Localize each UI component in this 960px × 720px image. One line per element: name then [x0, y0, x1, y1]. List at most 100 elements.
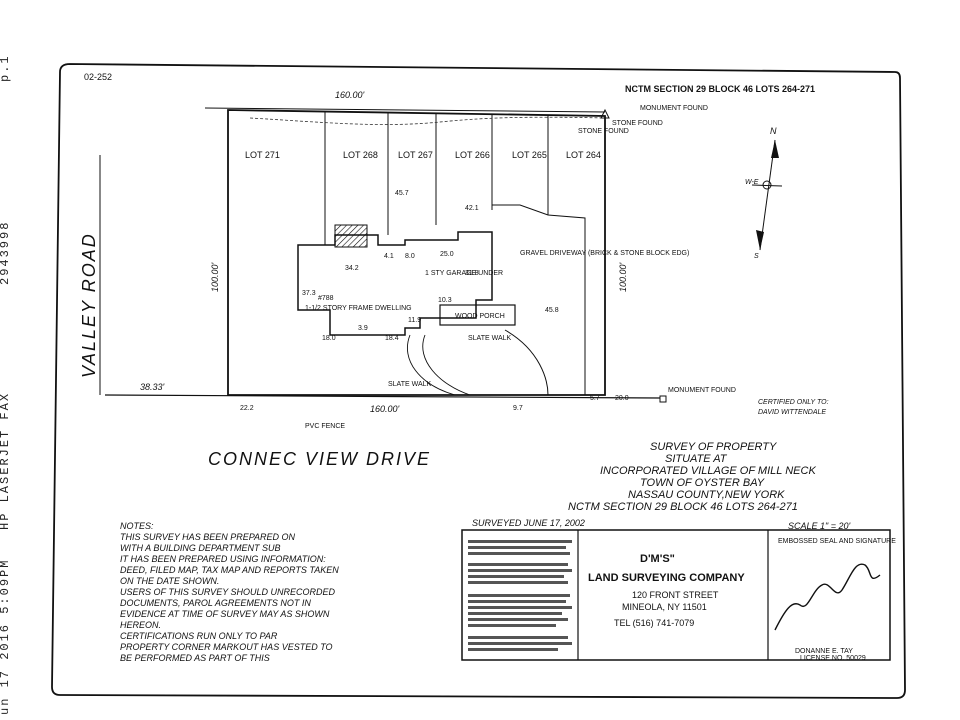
driveway-line-b: [504, 329, 549, 396]
svg-text:18.4: 18.4: [385, 335, 399, 342]
monument-icon: [600, 108, 610, 119]
dim-top: 160.00': [335, 90, 365, 100]
title-line-4: TOWN OF OYSTER BAY: [640, 477, 765, 489]
svg-text:34.2: 34.2: [345, 265, 359, 272]
wood-porch: [439, 304, 516, 326]
notes-line: PROPERTY CORNER MARKOUT HAS VESTED TO: [120, 642, 333, 652]
svg-text:25.0: 25.0: [440, 251, 454, 258]
slate-walk-label-2: SLATE WALK: [468, 335, 512, 342]
pvc-fence-label: PVC FENCE: [305, 423, 345, 430]
stone-found-1: STONE FOUND: [612, 120, 663, 127]
road-bottom-label: CONNEC VIEW DRIVE: [208, 449, 431, 469]
signer-license: LICENSE NO. 50029: [800, 655, 866, 662]
lot-label: LOT 266: [455, 150, 490, 160]
svg-text:42.1: 42.1: [465, 205, 479, 212]
property-boundary: [227, 109, 606, 396]
dim-left-street: 38.33': [140, 382, 165, 392]
title-line-5: NASSAU COUNTY,NEW YORK: [628, 489, 785, 501]
notes-block: NOTES: THIS SURVEY HAS BEEN PREPARED ON …: [120, 521, 339, 663]
svg-text:31.8: 31.8: [465, 270, 479, 277]
notes-line: IT HAS BEEN PREPARED USING INFORMATION:: [120, 554, 326, 564]
title-line-3: INCORPORATED VILLAGE OF MILL NECK: [600, 465, 816, 477]
seal-caption: EMBOSSED SEAL AND SIGNATURE: [778, 538, 896, 545]
file-number: 02-252: [84, 72, 112, 82]
monument-bottom-icon: [659, 395, 667, 403]
certified-label: CERTIFIED ONLY TO:: [758, 399, 829, 406]
dimension-values: 45.7 42.1 25.0 34.2 31.8 37.3 10.3 11.9 …: [240, 190, 629, 412]
hatched-shed: [334, 224, 368, 248]
signature: [774, 563, 881, 631]
svg-text:20.0: 20.0: [615, 395, 629, 402]
notes-line: WITH A BUILDING DEPARTMENT SUB: [120, 543, 281, 553]
company-name-1: D'M'S": [640, 553, 675, 565]
svg-text:10.3: 10.3: [438, 297, 452, 304]
lot-label: LOT 264: [566, 150, 601, 160]
title-line-6: NCTM SECTION 29 BLOCK 46 LOTS 264-271: [568, 501, 798, 513]
fence-line: [249, 116, 606, 125]
slate-walk-line: [422, 334, 471, 396]
title-line-2: SITUATE AT: [665, 453, 728, 465]
street-line-bottom: [104, 394, 661, 399]
lot-label: LOT 268: [343, 150, 378, 160]
slate-walk-label: SLATE WALK: [388, 381, 432, 388]
notes-line: NOTES:: [120, 521, 154, 531]
notes-line: THIS SURVEY HAS BEEN PREPARED ON: [120, 532, 296, 542]
notes-line: CERTIFICATIONS RUN ONLY TO PAR: [120, 631, 278, 641]
dwelling-number: #788: [318, 295, 334, 302]
dim-bottom: 160.00': [370, 404, 400, 414]
lot-lines: [324, 111, 549, 245]
lot-label: LOT 267: [398, 150, 433, 160]
certified-name: DAVID WITTENDALE: [758, 409, 826, 416]
svg-text:5.7: 5.7: [590, 395, 600, 402]
title-block: SURVEY OF PROPERTY SITUATE AT INCORPORAT…: [568, 441, 816, 513]
svg-text:22.2: 22.2: [240, 405, 254, 412]
north-arrow-icon: N W-E S: [745, 126, 783, 260]
lot-label: LOT 265: [512, 150, 547, 160]
notes-line: USERS OF THIS SURVEY SHOULD UNRECORDED: [120, 587, 336, 597]
notes-line: ON THE DATE SHOWN.: [120, 576, 219, 586]
lot-labels: LOT 271 LOT 268 LOT 267 LOT 266 LOT 265 …: [245, 150, 601, 160]
driveway-line-a: [491, 204, 586, 395]
dim-left: 100.00': [210, 262, 220, 292]
signer-name: DONANNE E. TAY: [795, 648, 853, 655]
road-left-label: VALLEY ROAD: [79, 232, 99, 378]
svg-text:11.9: 11.9: [408, 317, 421, 324]
compass-s: S: [754, 253, 759, 260]
svg-text:9.7: 9.7: [513, 405, 523, 412]
notes-line: DOCUMENTS, PAROL AGREEMENTS NOT IN: [120, 598, 311, 608]
monument-top-label: MONUMENT FOUND: [640, 105, 708, 112]
company-address: 120 FRONT STREET: [632, 590, 719, 600]
legal-fine-print: [468, 540, 572, 651]
garage-label: 1 STY GARAGE UNDER: [425, 270, 503, 277]
compass-ew: W-E: [745, 179, 759, 186]
porch-label: WOOD PORCH: [455, 313, 505, 320]
nctm-header: NCTM SECTION 29 BLOCK 46 LOTS 264-271: [625, 84, 815, 94]
slate-walk-line: [407, 334, 456, 396]
company-name-2: LAND SURVEYING COMPANY: [588, 572, 745, 584]
svg-text:37.3: 37.3: [302, 290, 316, 297]
dim-right: 100.00': [618, 262, 628, 292]
surveyed-date: SURVEYED JUNE 17, 2002: [472, 518, 585, 528]
company-tel: TEL (516) 741-7079: [614, 618, 694, 628]
svg-text:8.0: 8.0: [405, 253, 415, 260]
driveway-label: GRAVEL DRIVEWAY (BRICK & STONE BLOCK EDG…: [520, 250, 689, 257]
scale-label: SCALE 1" = 20': [788, 521, 850, 531]
notes-line: BE PERFORMED AS PART OF THIS: [120, 653, 270, 663]
monument-bottom-label: MONUMENT FOUND: [668, 387, 736, 394]
stone-found-2: STONE FOUND: [578, 128, 629, 135]
svg-text:4.1: 4.1: [384, 253, 394, 260]
company-block-frame: [461, 529, 891, 661]
notes-line: HEREON.: [120, 620, 161, 630]
north-label: N: [770, 126, 777, 136]
svg-text:45.8: 45.8: [545, 307, 559, 314]
sheet-border: [51, 63, 906, 699]
north-line: [204, 107, 606, 113]
svg-text:18.0: 18.0: [322, 335, 336, 342]
notes-line: EVIDENCE AT TIME OF SURVEY MAY AS SHOWN: [120, 609, 330, 619]
lot-label: LOT 271: [245, 150, 280, 160]
dwelling-label: 1-1/2 STORY FRAME DWELLING: [305, 305, 412, 312]
svg-text:3.9: 3.9: [358, 325, 368, 332]
svg-text:45.7: 45.7: [395, 190, 409, 197]
company-city: MINEOLA, NY 11501: [622, 602, 707, 612]
